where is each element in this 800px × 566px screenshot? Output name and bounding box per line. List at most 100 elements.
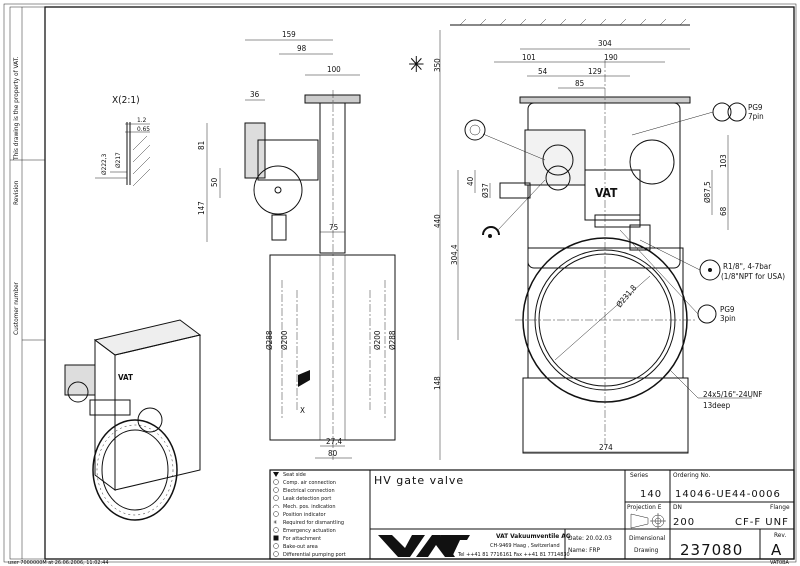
doc-type-line2: Drawing	[634, 546, 659, 554]
legend: Seat side Comp. air connection Electrica…	[272, 472, 346, 558]
user-stamp: user 7000000M at 26.06.2006, 11:02:44	[8, 560, 108, 566]
dim-222: Ø222,3	[100, 153, 108, 175]
side-view: 159 98 100 36 81 50 147 75 Ø288 Ø200 Ø20…	[197, 30, 397, 460]
dim-440: 440	[433, 214, 442, 228]
dim-54: 54	[538, 67, 548, 76]
legend-item: Emergency actuation	[283, 528, 336, 534]
thread-callout-line2: 13deep	[703, 401, 731, 410]
dim-1-2: 1.2	[137, 116, 147, 124]
front-view: ✳ VAT 350 440 304,4	[408, 18, 785, 460]
dim-200-right: Ø200	[372, 330, 382, 350]
dim-148: 148	[433, 376, 442, 390]
air-connection-icon	[273, 479, 279, 485]
dim-100: 100	[327, 65, 341, 74]
dim-350: 350	[433, 58, 442, 72]
legend-item: Position indicator	[283, 512, 327, 518]
projection-label: Projection E	[627, 503, 662, 511]
dismantling-legend-icon: ✳	[273, 519, 277, 526]
dim-75: 75	[329, 223, 338, 232]
dim-81: 81	[197, 141, 206, 150]
legend-item: Leak detection port	[283, 496, 331, 502]
drawer-name: Name: FRP	[568, 546, 601, 554]
dismantling-icon: ✳	[408, 53, 425, 78]
detail-x-marker: X	[300, 406, 305, 415]
side-strip: This drawing is the property of VAT. Rev…	[8, 6, 108, 566]
drawing-title: HV gate valve	[374, 474, 464, 487]
projection-symbol-icon	[630, 513, 666, 529]
legend-item: Electrical connection	[283, 488, 335, 494]
company-phone: Tel ++41 81 7716161 Fax ++41 81 7714830	[457, 552, 570, 558]
legend-item: Bake-out area	[283, 544, 318, 550]
dim-37: Ø37	[480, 183, 490, 198]
dim-0-65: 0.65	[137, 125, 150, 133]
leak-port-icon	[273, 495, 279, 501]
drawing-date: Date: 20.02.03	[568, 534, 612, 542]
legend-item: For attachment	[283, 536, 321, 542]
series-value: 140	[640, 489, 662, 500]
sheet-code: VAT0BA	[770, 560, 790, 566]
dim-288-right: Ø288	[387, 330, 397, 350]
air-connection-line1: R1/8", 4-7bar	[723, 262, 771, 271]
isometric-view: VAT	[64, 319, 202, 521]
dim-87-5: Ø87,5	[702, 181, 712, 203]
pg9-7pin-line2: 7pin	[748, 112, 764, 121]
dim-231-8: Ø231,8	[614, 282, 639, 309]
dim-27-4: 27,4	[326, 437, 342, 446]
legend-item: Required for dismantling	[283, 520, 344, 526]
electrical-icon	[273, 487, 279, 493]
pg9-3pin-line2: 3pin	[720, 314, 736, 323]
air-connection-line2: (1/8"NPT for USA)	[721, 272, 785, 281]
seat-side-icon	[273, 472, 279, 477]
legend-item: Comp. air connection	[283, 480, 336, 486]
rev-label: Rev.	[774, 531, 786, 539]
dim-304: 304	[598, 39, 612, 48]
revision-label: Revision	[12, 180, 20, 205]
dim-40: 40	[466, 176, 475, 186]
pumping-port-icon	[273, 551, 279, 557]
title-block: Seat side Comp. air connection Electrica…	[269, 469, 795, 566]
legend-item: Differential pumping port	[283, 552, 346, 558]
dn-value: 200	[673, 517, 695, 528]
dim-159: 159	[282, 30, 296, 39]
mech-indication-icon	[272, 504, 280, 509]
company-address: CH-9469 Haag , Switzerland	[490, 543, 560, 549]
ordering-label: Ordering No.	[673, 471, 710, 479]
pg9-7pin-line1: PG9	[748, 103, 763, 112]
body-logo: VAT	[595, 186, 618, 200]
flange-value: CF-F UNF	[735, 517, 789, 528]
pg9-3pin-line1: PG9	[720, 305, 735, 314]
dim-50: 50	[210, 177, 219, 187]
dim-190: 190	[604, 53, 618, 62]
company-name: VAT Vakuumventile AG	[496, 532, 571, 540]
dim-288-left: Ø288	[264, 330, 274, 350]
iso-logo: VAT	[118, 373, 133, 382]
rev-value: A	[771, 541, 782, 559]
legend-item: Seat side	[283, 472, 306, 478]
customer-number-label: Customer number	[12, 281, 20, 335]
dn-label: DN	[673, 503, 682, 511]
sheet-border	[3, 3, 797, 563]
dim-103: 103	[719, 154, 728, 168]
attachment-icon	[273, 535, 279, 541]
dim-101: 101	[522, 53, 536, 62]
dim-217: Ø217	[114, 152, 122, 168]
dim-36: 36	[250, 90, 260, 99]
dim-147: 147	[197, 201, 206, 215]
series-label: Series	[630, 471, 648, 479]
doc-type-line1: Dimensional	[629, 534, 666, 542]
detail-x: X(2:1) 1.2 0.65 Ø222,3 Ø217	[95, 95, 150, 187]
dim-304-4: 304,4	[450, 244, 459, 265]
dim-274: 274	[599, 443, 613, 452]
dim-85: 85	[575, 79, 584, 88]
legend-item: Mech. pos. indication	[283, 504, 335, 510]
vat-logo	[378, 535, 470, 557]
drawing-number: 237080	[680, 541, 743, 559]
dim-129: 129	[588, 67, 602, 76]
detail-title: X(2:1)	[112, 95, 140, 106]
bakeout-icon	[273, 543, 279, 549]
dim-80: 80	[328, 449, 338, 458]
emergency-icon	[273, 527, 279, 533]
ordering-number: 14046-UE44-0006	[675, 489, 781, 500]
dim-98: 98	[297, 44, 307, 53]
